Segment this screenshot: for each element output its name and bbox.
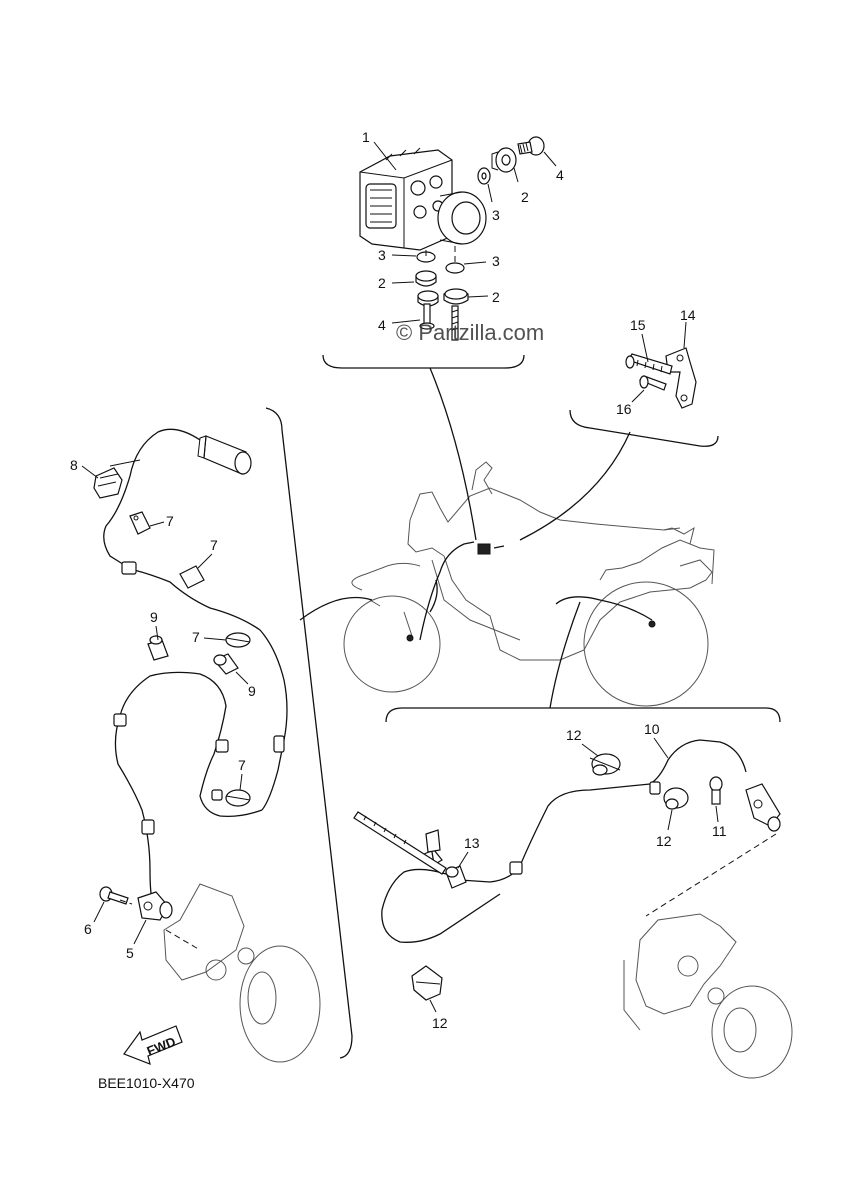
callout-12-top: 12 xyxy=(566,727,582,743)
damper-top-right xyxy=(491,147,517,173)
callout-5: 5 xyxy=(126,945,134,961)
callout-8: 8 xyxy=(70,457,78,473)
front-wheel-sensor-group: 8 7 7 9 7 9 7 6 5 FWD xyxy=(70,407,353,1065)
motorcycle-outline xyxy=(343,461,715,707)
group-bracket-rear xyxy=(385,707,781,723)
callout-4-left: 4 xyxy=(378,317,386,333)
callout-11: 11 xyxy=(712,823,727,839)
group-bracket-left xyxy=(265,407,353,1059)
callout-7-a: 7 xyxy=(166,513,174,529)
part-9-clamp-b xyxy=(213,653,239,675)
watermark: © Partzilla.com xyxy=(396,320,544,345)
part-9-clamp-a xyxy=(147,635,169,661)
callout-16: 16 xyxy=(616,401,632,417)
callout-2-right: 2 xyxy=(492,289,500,305)
front-sensor-coupler xyxy=(197,435,252,475)
abs-hydraulic-unit-group: 1 2 3 4 3 3 2 2 4 © Partzilla.com xyxy=(322,129,564,369)
callout-7-c: 7 xyxy=(192,629,200,645)
part-7-clamp-d xyxy=(225,789,251,807)
bracket-group: 14 15 16 xyxy=(569,307,719,447)
part-7-clamp-a xyxy=(129,511,151,535)
part-12-clamp-top xyxy=(589,753,621,776)
part-8-coupler xyxy=(93,459,141,499)
rear-caliper-disc xyxy=(623,833,793,1079)
callout-7-d: 7 xyxy=(238,757,246,773)
callout-12-bottom: 12 xyxy=(432,1015,448,1031)
bolt-top-right xyxy=(517,136,545,156)
part-7-clamp-b xyxy=(179,565,205,589)
part-5-front-sensor xyxy=(137,891,173,921)
part-10-rear-sensor xyxy=(745,783,781,832)
front-fork-disc xyxy=(119,883,321,1063)
callout-15: 15 xyxy=(630,317,646,333)
rear-wheel-sensor-group: 12 10 12 11 13 12 xyxy=(353,707,793,1079)
callout-4-top: 4 xyxy=(556,167,564,183)
fwd-arrow: FWD xyxy=(123,1025,183,1065)
group-bracket-bracket xyxy=(569,409,719,447)
callout-9-b: 9 xyxy=(248,683,256,699)
leader-abs xyxy=(429,367,477,541)
callout-9-a: 9 xyxy=(150,609,158,625)
callout-2-left: 2 xyxy=(378,275,386,291)
collar-top-right xyxy=(477,167,491,185)
callout-3-right: 3 xyxy=(492,253,500,269)
bottom-mount-right xyxy=(443,262,469,341)
callout-6: 6 xyxy=(84,921,92,937)
part-11-bolt xyxy=(709,776,723,805)
group-bracket-top xyxy=(322,354,525,369)
callout-3-left: 3 xyxy=(378,247,386,263)
part-13-bolt xyxy=(445,865,467,889)
leader-bracket xyxy=(519,431,631,541)
callout-14: 14 xyxy=(680,307,696,323)
callout-3-top: 3 xyxy=(492,207,500,223)
diagram-code: BEE1010-X470 xyxy=(98,1075,195,1091)
part-7-clamp-c xyxy=(225,632,251,648)
bottom-mount-left xyxy=(415,251,439,330)
callout-2-top: 2 xyxy=(521,189,529,205)
leader-rear xyxy=(549,601,581,709)
part-12-clamp-bottom xyxy=(411,965,443,1001)
cable-tie xyxy=(353,811,447,875)
callout-1: 1 xyxy=(362,129,370,145)
leader-front xyxy=(299,596,373,621)
part-13-coupler xyxy=(423,829,443,867)
callout-12-mid: 12 xyxy=(656,833,672,849)
hydraulic-unit xyxy=(359,147,487,251)
callout-10: 10 xyxy=(644,721,660,737)
callout-13: 13 xyxy=(464,835,480,851)
callout-7-b: 7 xyxy=(210,537,218,553)
part-12-clamp-mid xyxy=(663,787,689,810)
